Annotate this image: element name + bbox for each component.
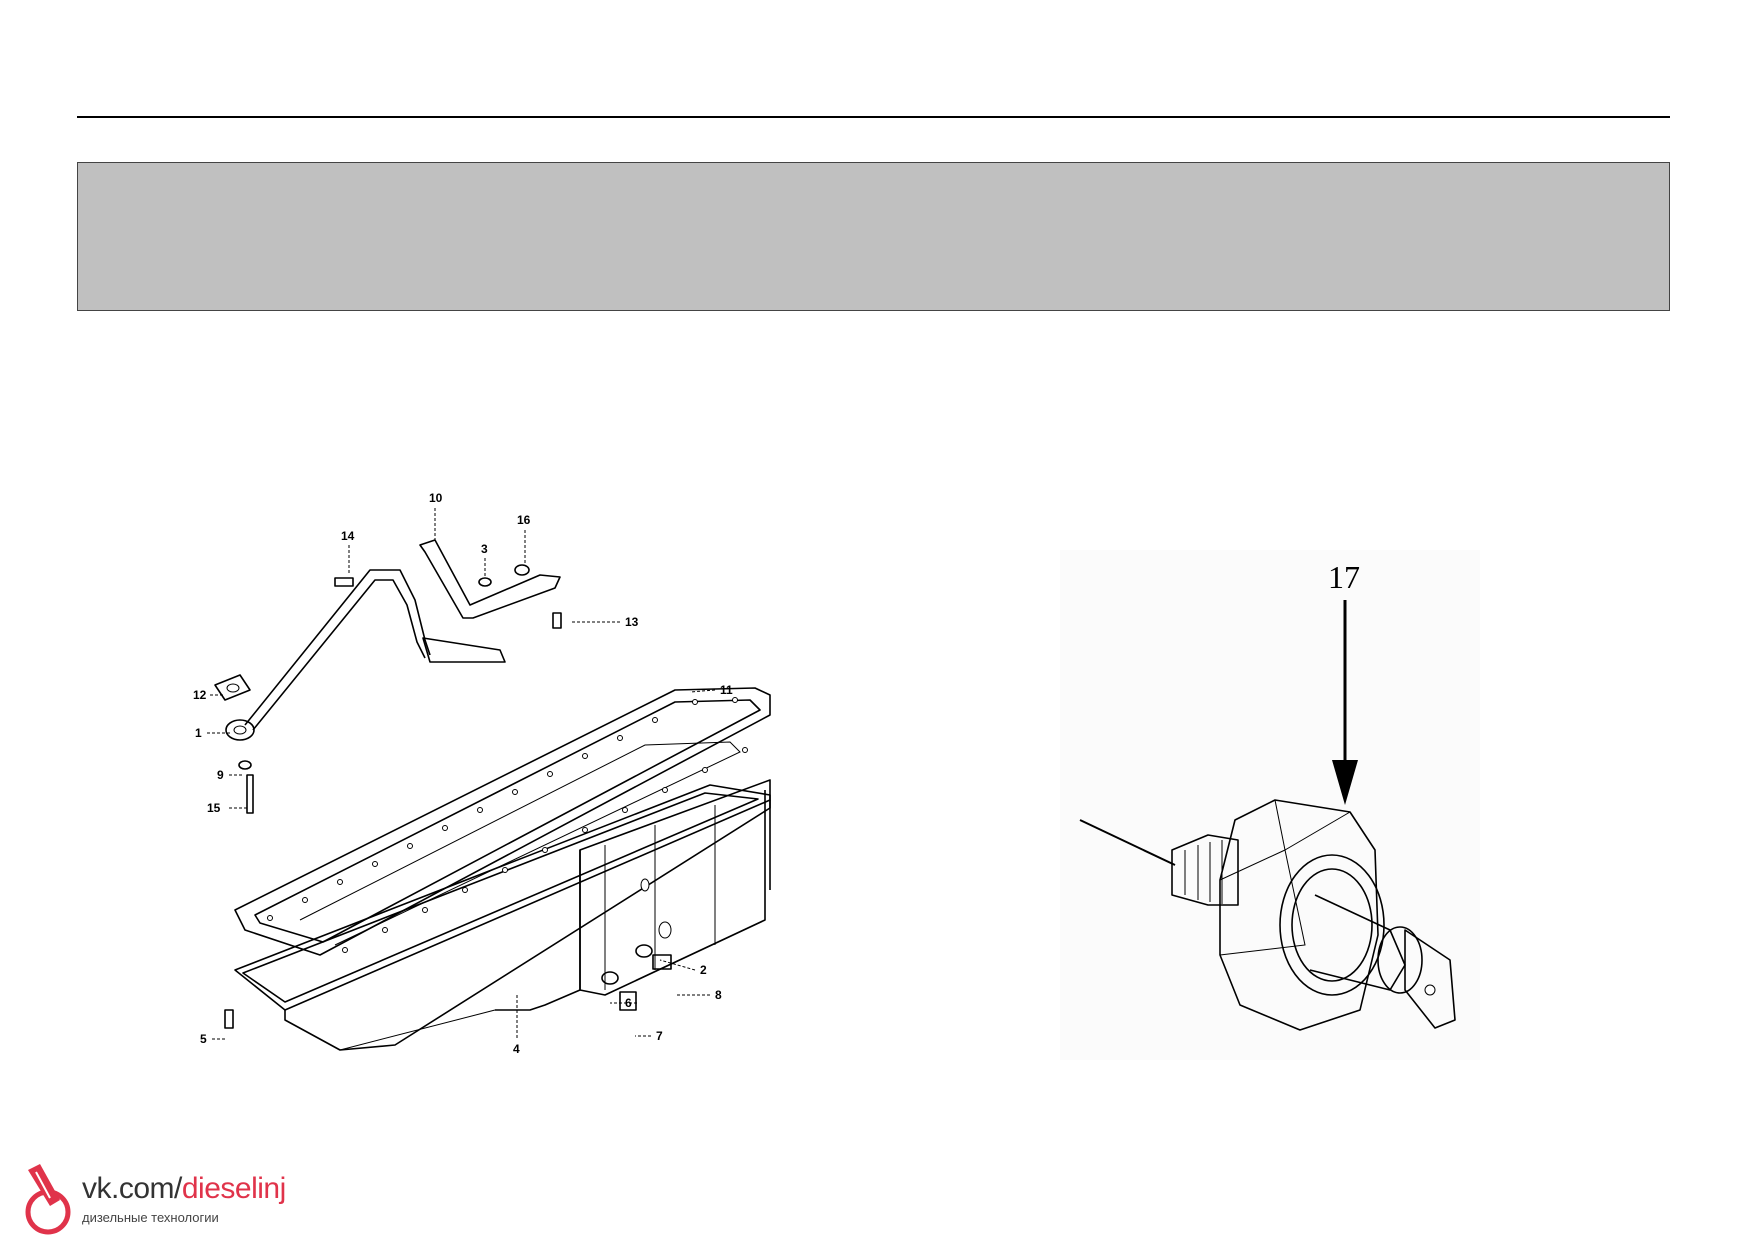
callout-3: 3 [481,542,488,556]
callout-2: 2 [700,963,707,977]
oil-pan-body [234,779,771,1051]
callout-17: 17 [1328,559,1360,595]
oil-pan-gasket [234,687,771,956]
flange-gasket [214,674,251,701]
sensor-ring [1279,854,1385,996]
sensor-wire [1079,819,1176,866]
callout-16: 16 [517,513,531,527]
watermark-subtitle: дизельные технологии [82,1210,219,1225]
sensor-terminal-tab [1404,929,1456,1029]
callout-6: 6 [625,996,632,1010]
callout-14: 14 [341,529,355,543]
callout-9: 9 [217,768,224,782]
pipe-bracket [419,539,561,619]
oil-pan-exploded-diagram: 10 16 14 3 13 12 11 1 9 15 2 8 6 7 5 4 [193,491,771,1056]
callout-13: 13 [625,615,639,629]
callout-5: 5 [200,1032,207,1046]
callout-10: 10 [429,491,443,505]
sensor-threaded-stem [1171,834,1239,906]
oil-pressure-sensor-diagram: 17 [1060,550,1480,1060]
oil-suction-pipe [225,569,506,741]
leader-lines [207,508,716,1040]
callout-7: 7 [656,1029,663,1043]
top-rule [77,116,1670,118]
gasket-holes [267,697,748,953]
callout-8: 8 [715,988,722,1002]
header-band [77,162,1670,311]
callout-4: 4 [513,1042,520,1056]
callout-17-arrow [1332,600,1358,805]
watermark-url: vk.com/dieselinj [82,1172,286,1205]
watermark-logo[interactable]: vk.com/dieselinj дизельные технологии [20,1160,320,1235]
callout-11: 11 [720,683,733,697]
injector-logo-icon [25,1164,71,1235]
fasteners [224,564,672,1029]
callout-1: 1 [195,726,202,740]
callout-12: 12 [193,688,207,702]
callout-15: 15 [207,801,221,815]
sensor-hex-nut [1219,799,1379,1031]
